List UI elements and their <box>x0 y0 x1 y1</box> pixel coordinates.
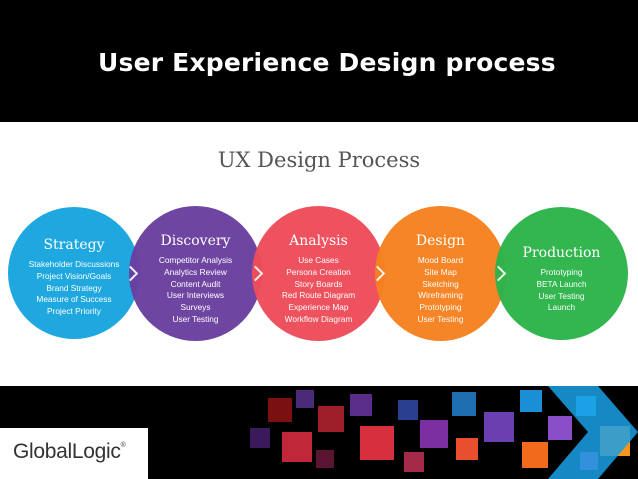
stage-item: Project Priority <box>47 306 101 317</box>
stage-title: Analysis <box>289 233 348 249</box>
stage-item: Red Route Diagram <box>281 290 356 301</box>
stage-item: Story Boards <box>294 278 343 289</box>
stage-item: User Testing <box>538 290 585 301</box>
stage-item: Brand Strategy <box>46 282 102 293</box>
decor-square <box>398 400 418 420</box>
decor-square <box>456 438 478 460</box>
title-bar <box>0 0 638 122</box>
stage-item: Content Audit <box>170 278 221 289</box>
slide-title: User Experience Design process <box>98 48 556 77</box>
decor-square <box>268 398 292 422</box>
stage-analysis: Analysis Use Cases Persona Creation Stor… <box>252 206 385 341</box>
stage-item: Launch <box>547 302 576 313</box>
stage-title: Strategy <box>43 237 105 253</box>
stage-item: Project Vision/Goals <box>36 270 112 281</box>
stage-design: Design Mood Board Site Map Sketching Wir… <box>375 206 506 341</box>
stage-item: Site Map <box>424 266 457 277</box>
stage-item: Prototyping <box>540 267 583 277</box>
decor-square <box>520 390 542 412</box>
stage-item: Experience Map <box>288 302 349 313</box>
stage-item: Measure of Success <box>36 294 112 305</box>
stage-item: Surveys <box>180 302 211 313</box>
decor-square <box>522 442 548 468</box>
stage-item: Use Cases <box>298 255 339 265</box>
stage-item: BETA Launch <box>536 278 587 289</box>
stage-items: Prototyping BETA Launch User Testing Lau… <box>536 267 586 314</box>
stage-item: Prototyping <box>419 302 462 313</box>
decor-square <box>316 450 334 468</box>
stage-items: Stakeholder Discussions Project Vision/G… <box>29 259 120 318</box>
stage-item: Mood Board <box>417 255 464 265</box>
logo-text: GlobalLogic <box>13 440 121 463</box>
decor-square <box>360 426 394 460</box>
decor-square <box>296 390 314 408</box>
stage-item: Persona Creation <box>286 266 351 277</box>
stage-item: Competitor Analysis <box>158 255 233 265</box>
stage-item: Analytics Review <box>164 266 227 277</box>
stage-title: Design <box>415 233 466 249</box>
stage-items: Use Cases Persona Creation Story Boards … <box>282 255 355 326</box>
stage-item: User Interviews <box>166 290 225 301</box>
decor-square <box>452 392 476 416</box>
stage-strategy: Strategy Stakeholder Discussions Project… <box>8 207 140 339</box>
stage-items: Mood Board Site Map Sketching Wireframin… <box>418 255 464 326</box>
chevron-graphic <box>548 386 638 479</box>
stage-production: Production Prototyping BETA Launch User … <box>495 207 628 340</box>
decor-square <box>318 406 344 432</box>
decor-square <box>548 416 572 440</box>
registered-mark: ® <box>120 442 126 449</box>
decor-square <box>420 420 448 448</box>
stage-discovery: Discovery Competitor Analysis Analytics … <box>129 206 262 341</box>
globallogic-logo: GlobalLogic® <box>13 440 126 464</box>
stage-title: Discovery <box>160 233 231 249</box>
chevron-shape <box>548 386 638 479</box>
decor-square <box>282 432 312 462</box>
logo-box <box>0 428 148 479</box>
stage-items: Competitor Analysis Analytics Review Con… <box>159 255 232 326</box>
diagram-heading: UX Design Process <box>217 148 421 172</box>
decor-square <box>250 428 270 448</box>
stage-title: Production <box>522 245 601 261</box>
stage-item: Wireframing <box>418 290 463 301</box>
stage-item: Workflow Diagram <box>284 313 353 324</box>
decor-square <box>404 452 424 472</box>
stage-item: Stakeholder Discussions <box>28 259 120 269</box>
decor-square <box>350 394 372 416</box>
stage-item: User Testing <box>172 313 219 324</box>
stage-item: Sketching <box>422 278 459 289</box>
decor-square <box>484 412 514 442</box>
stage-item: User Testing <box>417 313 464 324</box>
